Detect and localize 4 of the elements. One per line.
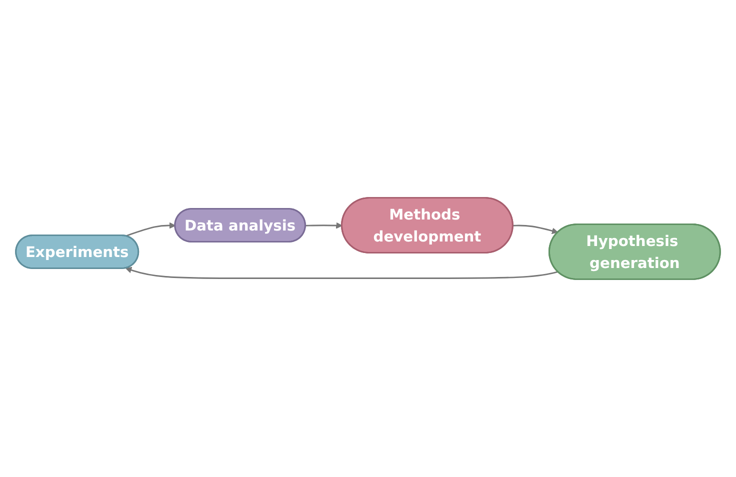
- arrow: [125, 266, 558, 279]
- arrow: [306, 222, 342, 229]
- arrow: [513, 224, 558, 234]
- arrow: [125, 222, 176, 237]
